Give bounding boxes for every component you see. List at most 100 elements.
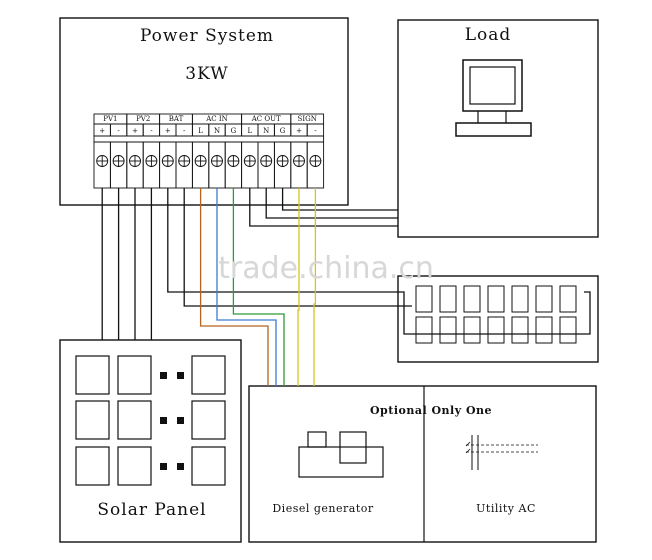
screw-icon	[112, 155, 125, 167]
screw-icon	[227, 155, 240, 167]
terminal-pin-label: -	[150, 127, 153, 135]
power-system-title: Power System	[140, 26, 274, 46]
screw-icon	[178, 155, 191, 167]
power-system-rating: 3KW	[185, 64, 228, 84]
diesel-generator-label: Diesel generator	[272, 502, 374, 515]
solar-cell	[117, 355, 152, 395]
load-frame	[397, 19, 599, 238]
battery-cell	[439, 285, 457, 313]
terminal-pin-label: L	[198, 127, 203, 135]
solar-cell	[75, 355, 110, 395]
terminal-group-label: SIGN	[298, 115, 317, 123]
wire	[313, 188, 317, 386]
wire	[216, 188, 277, 386]
terminal-pin-label: +	[296, 127, 302, 135]
battery-cell	[463, 285, 481, 313]
solar-cells	[75, 355, 226, 486]
wire	[232, 188, 285, 386]
ellipsis-dot	[177, 417, 184, 424]
battery-cell	[559, 316, 577, 344]
screw-icon	[309, 155, 322, 167]
ellipsis-dot	[177, 463, 184, 470]
terminal-pin-label: N	[263, 127, 269, 135]
terminal-pin-label: -	[314, 127, 317, 135]
computer-icon	[455, 59, 532, 137]
solar-cell	[191, 446, 226, 486]
battery-cell	[439, 316, 457, 344]
terminal-pin-label: -	[183, 127, 186, 135]
solar-cell	[75, 446, 110, 486]
terminal-pin-label: -	[117, 127, 120, 135]
battery-cell	[559, 285, 577, 313]
screw-icon	[96, 155, 109, 167]
battery-cell	[511, 285, 529, 313]
terminal-group-label: PV2	[136, 115, 150, 123]
battery-cell	[487, 316, 505, 344]
load-title: Load	[465, 25, 512, 45]
solar-panel-box: Solar Panel	[59, 339, 242, 543]
wire	[265, 188, 398, 219]
wires	[101, 188, 591, 386]
utility-ac-icon	[465, 435, 538, 470]
optional-heading: Optional Only One	[370, 404, 492, 417]
wire	[199, 188, 269, 386]
terminal-pin-label: +	[132, 127, 138, 135]
screw-icon	[161, 155, 174, 167]
battery-cell	[463, 316, 481, 344]
wire	[183, 188, 412, 307]
wire	[249, 188, 398, 227]
battery-cell	[535, 285, 553, 313]
terminal-group-label: BAT	[169, 115, 184, 123]
solar-cell	[117, 400, 152, 440]
screw-icon	[129, 155, 141, 167]
solar-cell	[191, 355, 226, 395]
battery-cell	[415, 285, 433, 313]
power-system-frame	[59, 17, 349, 206]
ellipsis-dot	[160, 372, 167, 379]
terminal-pin-label: +	[99, 127, 105, 135]
battery-bank-box	[397, 275, 599, 363]
battery-bank-frame	[397, 275, 599, 363]
optional-source-frame	[248, 385, 597, 543]
ellipsis-dot	[160, 417, 167, 424]
battery-cell	[415, 316, 433, 344]
terminal-group-label: AC OUT	[251, 115, 281, 123]
terminal-group-label: PV1	[103, 115, 117, 123]
terminal-rail	[93, 135, 325, 143]
solar-cell	[75, 400, 110, 440]
screw-icon	[243, 155, 256, 167]
solar-panel-frame	[59, 339, 242, 543]
load-box: Load	[397, 19, 599, 238]
terminal-pin-label: L	[247, 127, 252, 135]
optional-source-box: Optional Only One Diesel generator Utili…	[248, 385, 597, 543]
solar-cell	[191, 400, 226, 440]
terminal-pin-label: G	[231, 127, 237, 135]
screw-icon	[276, 155, 289, 167]
wire	[297, 188, 300, 386]
terminal-pin-label: +	[165, 127, 171, 135]
battery-cell	[511, 316, 529, 344]
wire	[281, 188, 398, 211]
screw-icon	[260, 155, 273, 167]
terminal-group-label: AC IN	[205, 115, 228, 123]
screw-icon	[293, 155, 305, 167]
battery-cell	[535, 316, 553, 344]
solar-cell	[117, 446, 152, 486]
generator-icon	[298, 431, 384, 478]
solar-panel-label: Solar Panel	[97, 500, 206, 520]
terminal-pin-label: N	[214, 127, 220, 135]
screw-icon	[145, 155, 158, 167]
utility-ac-label: Utility AC	[476, 502, 536, 515]
battery-cells	[415, 285, 577, 344]
screw-icon	[211, 155, 223, 167]
watermark: trade.china.cn	[218, 251, 434, 286]
terminal-pin-label: G	[280, 127, 286, 135]
ellipsis-dot	[160, 463, 167, 470]
ellipsis-dot	[177, 372, 184, 379]
battery-cell	[487, 285, 505, 313]
wire	[167, 188, 591, 335]
